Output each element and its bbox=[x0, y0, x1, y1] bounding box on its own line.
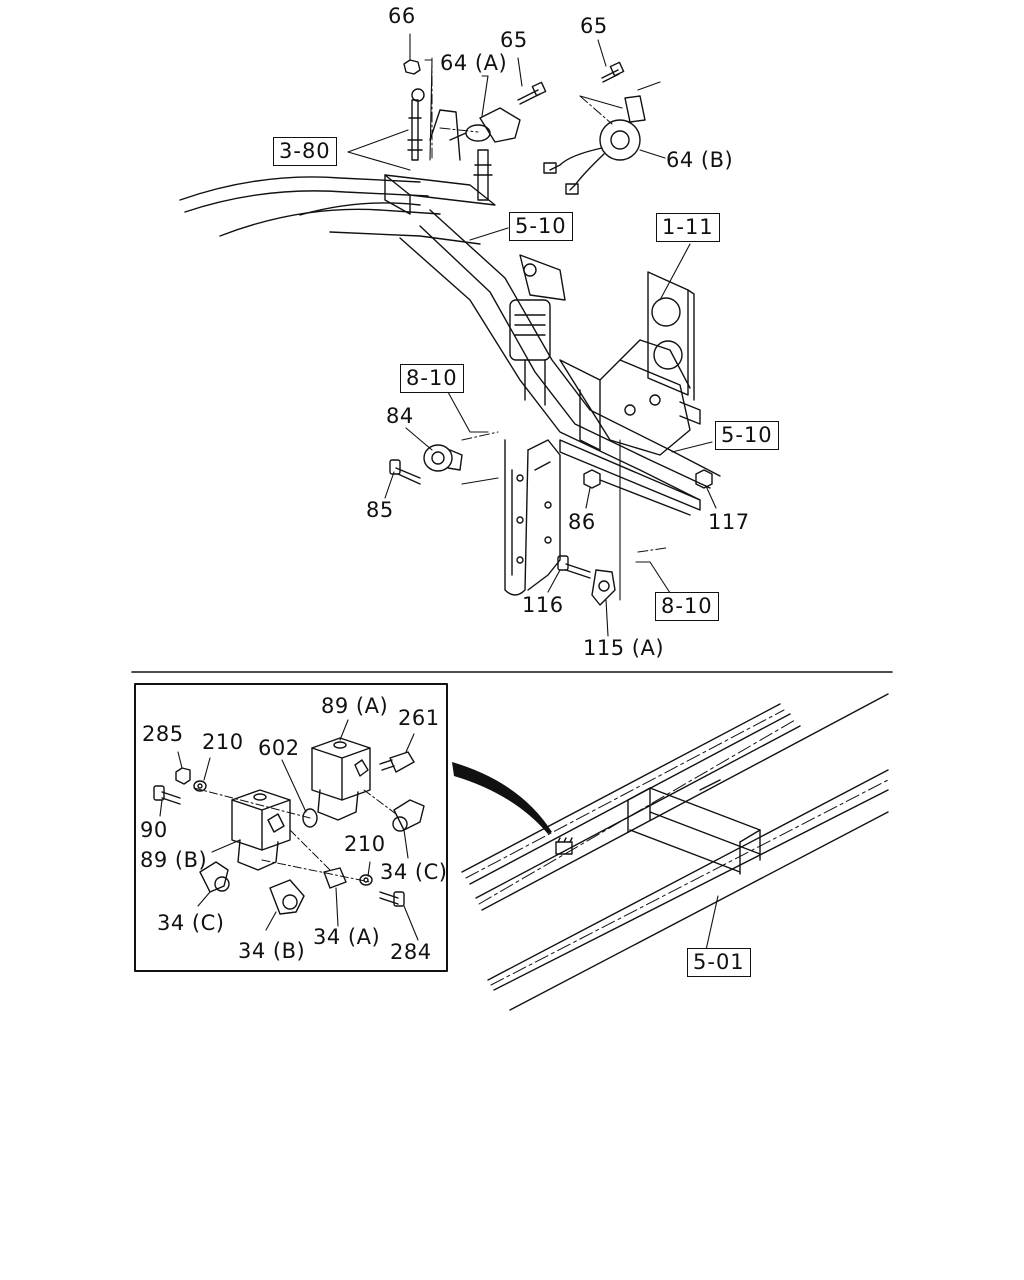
callout-210-bottom: 210 bbox=[344, 832, 386, 856]
callout-66: 66 bbox=[388, 4, 416, 28]
detail-inset-frame bbox=[134, 683, 448, 972]
fitting-bracket bbox=[384, 88, 496, 215]
callout-116: 116 bbox=[522, 593, 564, 617]
frame-centerlines bbox=[465, 709, 889, 986]
ref-box-5-10-top[interactable]: 5-10 bbox=[509, 212, 573, 241]
callout-64b: 64 (B) bbox=[666, 148, 734, 172]
solenoid-valve-64a bbox=[449, 107, 521, 143]
callout-210-top: 210 bbox=[202, 730, 244, 754]
callout-86: 86 bbox=[568, 510, 596, 534]
callout-84: 84 bbox=[386, 404, 414, 428]
switch-harness-64b bbox=[543, 95, 646, 195]
callout-64a: 64 (A) bbox=[440, 51, 508, 75]
ref-box-5-10-right[interactable]: 5-10 bbox=[715, 421, 779, 450]
inset-valves bbox=[153, 737, 425, 915]
callout-89a: 89 (A) bbox=[321, 694, 389, 718]
callout-34a: 34 (A) bbox=[313, 925, 381, 949]
callout-115a: 115 (A) bbox=[583, 636, 665, 660]
ref-box-5-01[interactable]: 5-01 bbox=[687, 948, 751, 977]
inset-leader-lines bbox=[159, 719, 419, 941]
frame-overview bbox=[461, 693, 889, 1011]
center-bracket-assembly bbox=[559, 339, 701, 516]
upper-fasteners bbox=[389, 59, 713, 606]
callout-65-right: 65 bbox=[580, 14, 608, 38]
callout-85: 85 bbox=[366, 498, 394, 522]
callout-284: 284 bbox=[390, 940, 432, 964]
callout-117: 117 bbox=[708, 510, 750, 534]
callout-90: 90 bbox=[140, 818, 168, 842]
ref-box-8-10-left[interactable]: 8-10 bbox=[400, 364, 464, 393]
callout-89b: 89 (B) bbox=[140, 848, 208, 872]
chassis-frame-rails bbox=[179, 176, 721, 501]
callout-34c-left: 34 (C) bbox=[157, 911, 225, 935]
centerlines bbox=[431, 57, 667, 553]
ref-box-8-10-bottom[interactable]: 8-10 bbox=[655, 592, 719, 621]
ref-box-3-80[interactable]: 3-80 bbox=[273, 137, 337, 166]
frame-callout-leader bbox=[705, 895, 719, 951]
ref-box-1-11[interactable]: 1-11 bbox=[656, 213, 720, 242]
callout-34c-right: 34 (C) bbox=[380, 860, 448, 884]
detail-pointer-arrow bbox=[452, 762, 552, 834]
callout-65-left: 65 bbox=[500, 28, 528, 52]
callout-34b: 34 (B) bbox=[238, 939, 306, 963]
callout-285: 285 bbox=[142, 722, 184, 746]
callout-261: 261 bbox=[398, 706, 440, 730]
cab-mount-plate bbox=[647, 271, 701, 425]
cylinder-actuator bbox=[509, 254, 566, 406]
vertical-frame-member bbox=[504, 439, 561, 596]
inset-centerlines bbox=[193, 787, 397, 883]
callout-602: 602 bbox=[258, 736, 300, 760]
